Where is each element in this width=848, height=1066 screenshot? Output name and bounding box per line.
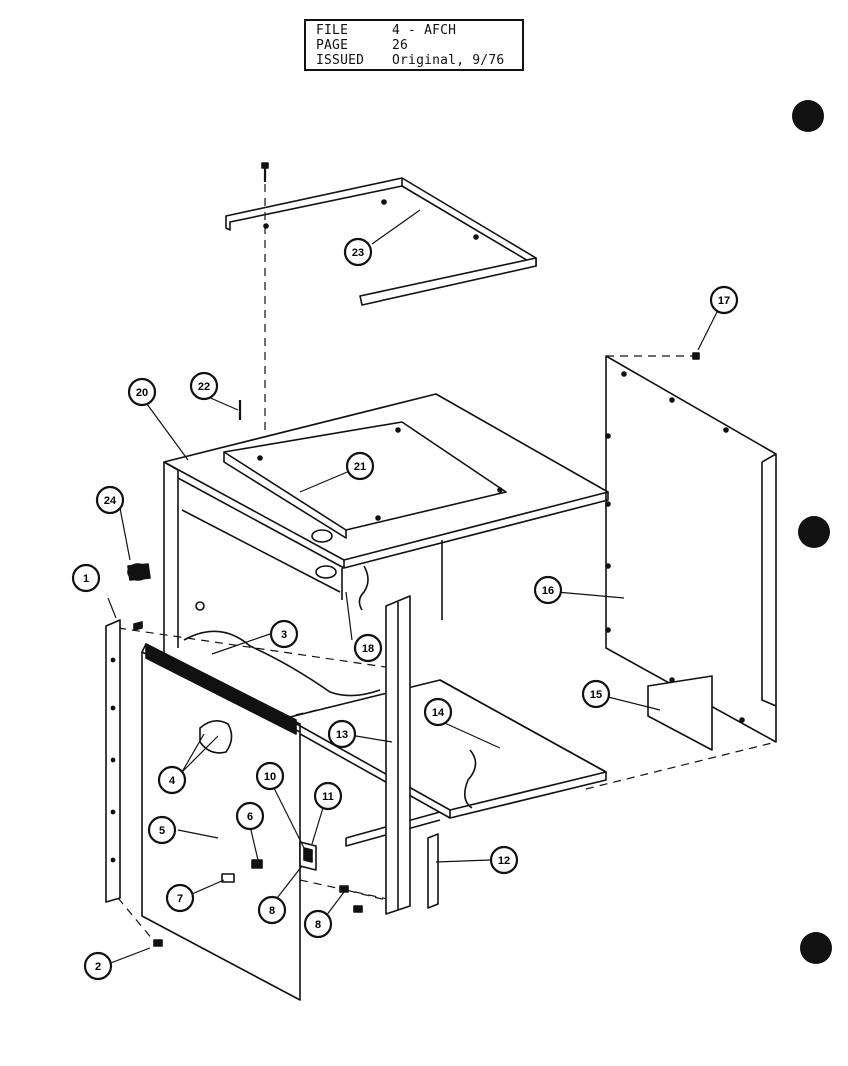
file-label: FILE: [316, 23, 349, 38]
callout-7-label: 7: [177, 893, 183, 905]
callouts: 23 17 20 22 21 24 16 1 3 18 15 14 13 4 1…: [71, 237, 739, 981]
callout-15-label: 15: [590, 689, 602, 701]
callout-3-label: 3: [281, 629, 287, 641]
callout-18: 18: [353, 633, 383, 663]
page-value: 26: [392, 38, 409, 53]
leader-lines: [107, 209, 719, 965]
callout-14-label: 14: [432, 707, 445, 719]
plug-part: [127, 563, 151, 581]
callout-8-right: 8: [303, 909, 333, 939]
callout-16-label: 16: [542, 585, 554, 597]
file-row: FILE 4 - AFCH: [316, 23, 456, 38]
callout-21-label: 21: [354, 461, 366, 473]
callout-6: 6: [235, 801, 265, 831]
callout-15: 15: [581, 679, 611, 709]
callout-2-label: 2: [95, 961, 101, 973]
binder-hole-top: [792, 100, 824, 132]
callout-12: 12: [489, 845, 519, 875]
bracket-part: [427, 833, 439, 909]
callout-8a-label: 8: [269, 905, 275, 917]
callout-20: 20: [127, 377, 157, 407]
cabinet-part: [163, 393, 609, 697]
callout-18-label: 18: [362, 643, 374, 655]
callout-17-label: 17: [718, 295, 730, 307]
callout-8b-label: 8: [315, 919, 321, 931]
callout-14: 14: [423, 697, 453, 727]
file-value: 4 - AFCH: [392, 23, 457, 38]
callout-5-label: 5: [159, 825, 165, 837]
binder-hole-middle: [798, 516, 830, 548]
callout-16: 16: [533, 575, 563, 605]
issued-value: Original, 9/76: [392, 53, 505, 68]
callout-11: 11: [313, 781, 343, 811]
callout-20-label: 20: [136, 387, 148, 399]
issued-label: ISSUED: [316, 53, 365, 68]
callout-10-label: 10: [264, 771, 276, 783]
callout-17: 17: [709, 285, 739, 315]
callout-23-label: 23: [352, 247, 364, 259]
callout-7: 7: [165, 883, 195, 913]
callout-24: 24: [95, 485, 125, 515]
callout-13-label: 13: [336, 729, 348, 741]
callout-21: 21: [345, 451, 375, 481]
callout-24-label: 24: [104, 495, 117, 507]
callout-8-left: 8: [257, 895, 287, 925]
issued-row: ISSUED Original, 9/76: [316, 53, 504, 68]
callout-5: 5: [147, 815, 177, 845]
callout-4: 4: [157, 765, 187, 795]
callout-22-label: 22: [198, 381, 210, 393]
page-label: PAGE: [316, 38, 349, 53]
callout-2: 2: [83, 951, 113, 981]
info-box: FILE 4 - AFCH PAGE 26 ISSUED Original, 9/76: [304, 19, 524, 71]
callout-3: 3: [269, 619, 299, 649]
callout-12-label: 12: [498, 855, 510, 867]
side-panel-part: [605, 352, 777, 743]
callout-22: 22: [189, 371, 219, 401]
callout-6-label: 6: [247, 811, 253, 823]
callout-23: 23: [343, 237, 373, 267]
callout-10: 10: [255, 761, 285, 791]
callout-13: 13: [327, 719, 357, 749]
callout-1-label: 1: [83, 573, 89, 585]
top-frame-part: [225, 162, 537, 306]
page-row: PAGE 26: [316, 38, 408, 53]
callout-4-label: 4: [169, 775, 176, 787]
part-15-shape: [647, 675, 713, 751]
hinge-strip-part: [105, 619, 143, 903]
binder-hole-bottom: [800, 932, 832, 964]
callout-1: 1: [71, 563, 101, 593]
callout-11-label: 11: [322, 791, 334, 803]
